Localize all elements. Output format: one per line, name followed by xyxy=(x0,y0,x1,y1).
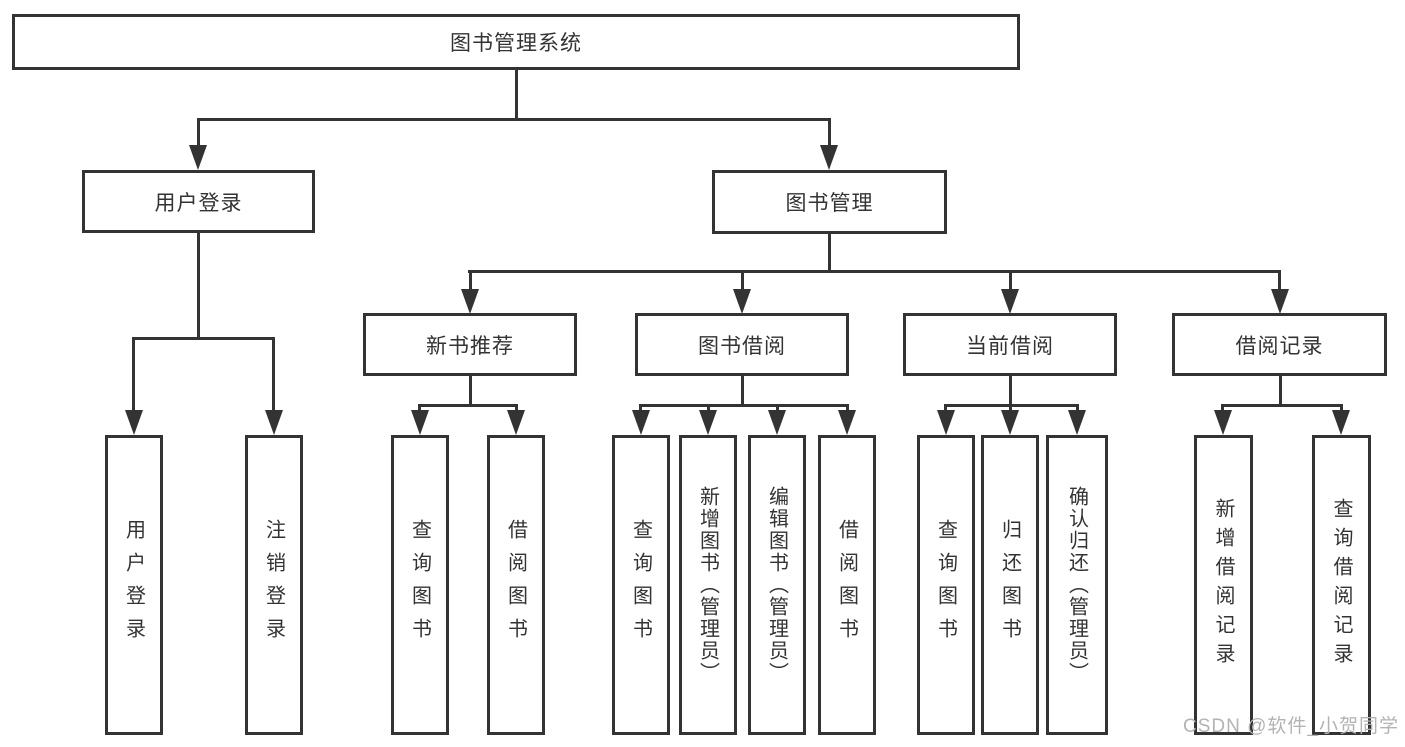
leaf-query-borrow-record: 查询借阅记录 xyxy=(1312,435,1371,735)
arrow-down-icon xyxy=(125,410,143,435)
node-label: 查询图书 xyxy=(934,519,957,651)
node-label: 用户登录 xyxy=(122,519,145,651)
leaf-edit-books-admin: 编辑图书（管理员） xyxy=(748,435,806,735)
arrow-down-icon xyxy=(1214,410,1232,435)
arrow-down-icon xyxy=(1332,410,1350,435)
arrow-down-icon xyxy=(1001,410,1019,435)
leaf-user-login: 用户登录 xyxy=(105,435,163,735)
connector-line xyxy=(741,273,744,291)
node-label: 注销登录 xyxy=(262,519,285,651)
connector-line xyxy=(197,118,831,121)
arrow-down-icon xyxy=(1001,289,1019,314)
arrow-down-icon xyxy=(937,410,955,435)
leaf-query-books-recommend: 查询图书 xyxy=(391,435,449,735)
node-label: 借阅图书 xyxy=(504,519,527,651)
arrow-down-icon xyxy=(411,410,429,435)
node-book-borrowing: 图书借阅 xyxy=(635,313,849,376)
node-library-system: 图书管理系统 xyxy=(12,14,1020,70)
connector-line xyxy=(132,337,275,340)
node-new-book-recommendation: 新书推荐 xyxy=(363,313,577,376)
connector-line xyxy=(132,340,135,412)
leaf-add-books-admin: 新增图书（管理员） xyxy=(679,435,737,735)
node-user-login: 用户登录 xyxy=(82,170,315,233)
leaf-query-books-current: 查询图书 xyxy=(917,435,975,735)
arrow-down-icon xyxy=(461,289,479,314)
node-label: 确认归还（管理员） xyxy=(1065,486,1088,684)
connector-line xyxy=(197,233,200,337)
connector-line xyxy=(1009,376,1012,406)
node-borrowing-records: 借阅记录 xyxy=(1172,313,1387,376)
arrow-down-icon xyxy=(1068,410,1086,435)
node-label: 新增图书（管理员） xyxy=(696,486,719,684)
arrow-down-icon xyxy=(838,410,856,435)
leaf-query-books-borrowing: 查询图书 xyxy=(612,435,670,735)
arrow-down-icon xyxy=(1271,289,1289,314)
connector-line xyxy=(197,121,200,147)
node-label: 图书管理系统 xyxy=(450,32,582,55)
arrow-down-icon xyxy=(699,410,717,435)
leaf-borrow-books-recommend: 借阅图书 xyxy=(487,435,545,735)
node-label: 用户登录 xyxy=(154,191,243,215)
connector-line xyxy=(639,404,849,407)
node-book-management: 图书管理 xyxy=(712,170,947,234)
node-label: 当前借阅 xyxy=(966,334,1054,358)
node-label: 查询图书 xyxy=(629,519,652,651)
node-label: 查询图书 xyxy=(408,519,431,651)
leaf-borrow-books-borrowing: 借阅图书 xyxy=(818,435,876,735)
connector-line xyxy=(1279,376,1282,406)
arrow-down-icon xyxy=(189,145,207,170)
csdn-watermark: CSDN @软件_小贺同学 xyxy=(1183,716,1399,737)
connector-line xyxy=(828,121,831,147)
arrow-down-icon xyxy=(265,410,283,435)
node-label: 归还图书 xyxy=(998,519,1021,651)
node-label: 借阅图书 xyxy=(835,519,858,651)
connector-line xyxy=(272,340,275,412)
node-label: 新书推荐 xyxy=(426,334,514,358)
leaf-confirm-return-admin: 确认归还（管理员） xyxy=(1046,435,1108,735)
node-label: 图书借阅 xyxy=(698,334,786,358)
arrow-down-icon xyxy=(733,289,751,314)
node-label: 新增借阅记录 xyxy=(1212,498,1234,672)
connector-line xyxy=(1221,404,1343,407)
connector-line xyxy=(828,234,831,270)
connector-line xyxy=(418,404,518,407)
arrow-down-icon xyxy=(768,410,786,435)
connector-line xyxy=(944,404,1079,407)
connector-line xyxy=(741,376,744,406)
connector-line xyxy=(515,70,518,118)
connector-line xyxy=(1278,273,1281,291)
connector-line xyxy=(1009,273,1012,291)
node-label: 编辑图书（管理员） xyxy=(765,486,788,684)
arrow-down-icon xyxy=(632,410,650,435)
connector-line xyxy=(469,273,472,291)
leaf-add-borrow-record: 新增借阅记录 xyxy=(1194,435,1253,735)
connector-line xyxy=(468,270,1281,273)
leaf-return-books: 归还图书 xyxy=(981,435,1039,735)
node-label: 图书管理 xyxy=(785,192,874,215)
node-label: 查询借阅记录 xyxy=(1330,498,1352,672)
leaf-logout: 注销登录 xyxy=(245,435,303,735)
connector-line xyxy=(469,376,472,406)
arrow-down-icon xyxy=(507,410,525,435)
arrow-down-icon xyxy=(820,145,838,170)
node-label: 借阅记录 xyxy=(1235,334,1324,358)
node-current-borrowing: 当前借阅 xyxy=(903,313,1117,376)
